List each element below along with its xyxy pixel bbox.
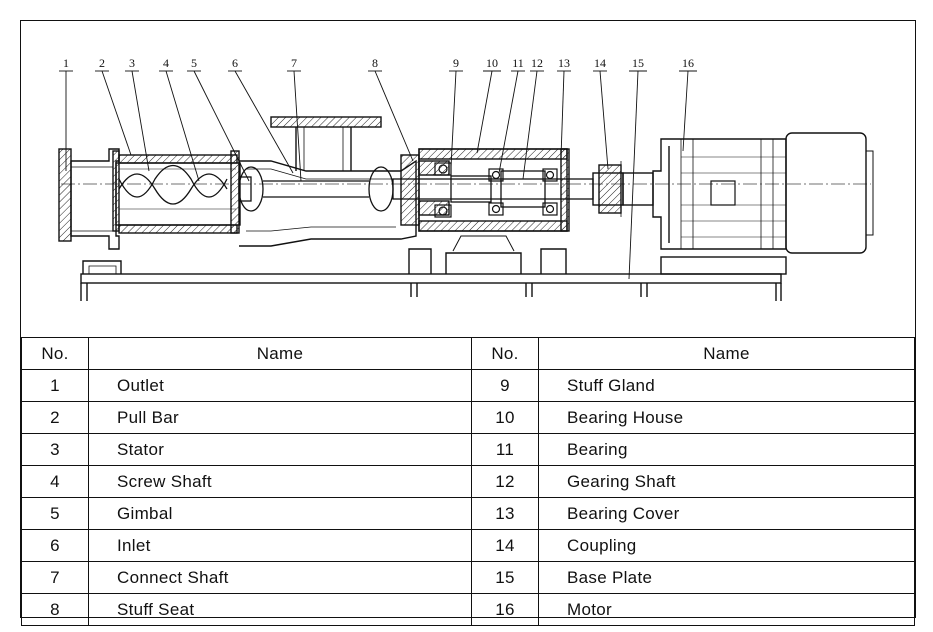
part-number-cell: 1 (21, 369, 89, 402)
part-number-cell: 15 (471, 561, 539, 594)
screw-shaft (118, 164, 236, 210)
table-header-row: No. Name No. Name (21, 337, 915, 370)
callout-4: 4 (163, 56, 169, 70)
part-name-cell: Stator (88, 433, 472, 466)
part-number-cell: 16 (471, 593, 539, 626)
part-number-cell: 2 (21, 401, 89, 434)
header-name-left: Name (88, 337, 472, 370)
part-name-cell: Inlet (88, 529, 472, 562)
part-name-cell: Pull Bar (88, 401, 472, 434)
part-name-cell: Bearing Cover (538, 497, 915, 530)
base-plate (80, 273, 782, 301)
part-number-cell: 11 (471, 433, 539, 466)
pump-cross-section-drawing: 1 2 3 4 5 6 7 8 9 10 11 12 13 14 15 16 (58, 56, 874, 301)
callout-2: 2 (99, 56, 105, 70)
part-name-cell: Gearing Shaft (538, 465, 915, 498)
part-number-cell: 8 (21, 593, 89, 626)
callout-6: 6 (232, 56, 238, 70)
bearing-house (418, 148, 570, 232)
figure-frame: 1 2 3 4 5 6 7 8 9 10 11 12 13 14 15 16 N (20, 20, 916, 626)
callout-14: 14 (594, 56, 606, 70)
leader-lines (59, 70, 697, 280)
coupling (592, 161, 654, 217)
callout-8: 8 (372, 56, 378, 70)
part-name-cell: Stuff Seat (88, 593, 472, 626)
part-name-cell: Bearing House (538, 401, 915, 434)
callout-3: 3 (129, 56, 135, 70)
outlet-flange (58, 148, 120, 250)
stator-housing (112, 150, 241, 234)
part-name-cell: Bearing (538, 433, 915, 466)
part-number-cell: 5 (21, 497, 89, 530)
part-name-cell: Gimbal (88, 497, 472, 530)
motor (652, 132, 874, 275)
callout-9: 9 (453, 56, 459, 70)
part-name-cell: Coupling (538, 529, 915, 562)
callout-5: 5 (191, 56, 197, 70)
part-number-cell: 9 (471, 369, 539, 402)
callout-numbers: 1 2 3 4 5 6 7 8 9 10 11 12 13 14 15 16 (63, 56, 694, 70)
callout-10: 10 (486, 56, 498, 70)
callout-16: 16 (682, 56, 694, 70)
part-name-cell: Outlet (88, 369, 472, 402)
callout-15: 15 (632, 56, 644, 70)
inlet-pipe (270, 116, 382, 171)
callout-7: 7 (291, 56, 297, 70)
part-number-cell: 4 (21, 465, 89, 498)
header-no-right: No. (471, 337, 539, 370)
header-no-left: No. (21, 337, 89, 370)
part-name-cell: Motor (538, 593, 915, 626)
pump-supports (82, 235, 567, 274)
bearings (434, 162, 558, 218)
callout-11: 11 (512, 56, 524, 70)
connect-shaft (238, 166, 394, 212)
callout-12: 12 (531, 56, 543, 70)
part-number-cell: 13 (471, 497, 539, 530)
part-name-cell: Base Plate (538, 561, 915, 594)
part-number-cell: 7 (21, 561, 89, 594)
callout-13: 13 (558, 56, 570, 70)
part-name-cell: Connect Shaft (88, 561, 472, 594)
header-name-right: Name (538, 337, 915, 370)
part-name-cell: Stuff Gland (538, 369, 915, 402)
part-number-cell: 3 (21, 433, 89, 466)
part-number-cell: 6 (21, 529, 89, 562)
part-number-cell: 10 (471, 401, 539, 434)
part-number-cell: 12 (471, 465, 539, 498)
part-number-cell: 14 (471, 529, 539, 562)
part-name-cell: Screw Shaft (88, 465, 472, 498)
callout-1: 1 (63, 56, 69, 70)
